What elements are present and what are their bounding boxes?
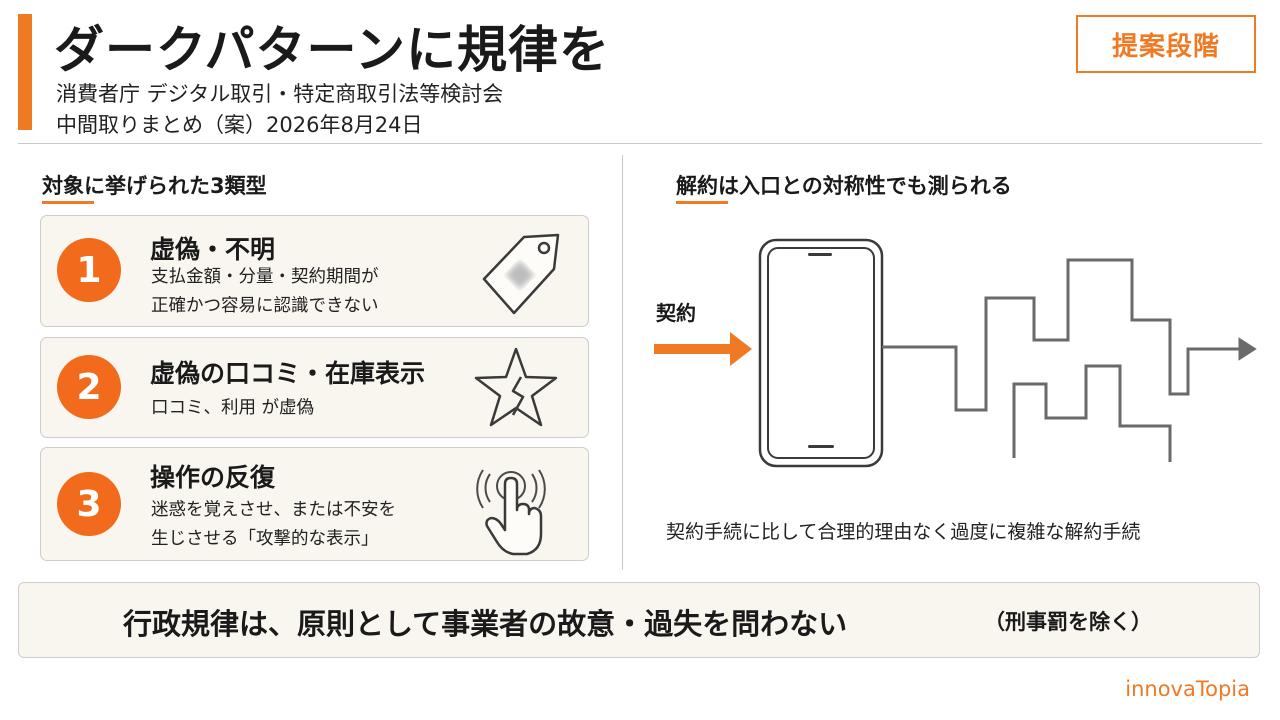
column-divider: [622, 155, 623, 570]
type-card-2-desc: 口コミ、利用 が虚偽: [151, 398, 315, 418]
contract-entry-arrow: [654, 332, 752, 366]
broken-star-icon: [471, 343, 561, 437]
page-title: ダークパターンに規律を: [54, 21, 610, 79]
principle-statement: 行政規律は、原則として事業者の故意・過失を問わない: [123, 607, 848, 641]
tap-hand-icon: [461, 450, 561, 562]
left-section-heading: 対象に挙げられた3類型: [42, 174, 267, 198]
type-card-3: 3 操作の反復 迷惑を覚えさせ、または不安を 生じさせる「攻撃的な表示」: [40, 447, 589, 561]
title-accent-bar: [18, 14, 32, 130]
right-section-heading: 解約は入口との対称性でも測られる: [676, 174, 1012, 198]
principle-box: 行政規律は、原則として事業者の故意・過失を問わない （刑事罰を除く）: [18, 582, 1260, 658]
type-card-1-title: 虚偽・不明: [150, 235, 276, 264]
type-card-2-title: 虚偽の口コミ・在庫表示: [150, 359, 426, 388]
page-subtitle: 消費者庁 デジタル取引・特定商取引法等検討会 中間取りまとめ（案）2026年8月…: [56, 79, 503, 141]
left-heading-underline: [42, 201, 94, 204]
right-heading-underline: [676, 201, 728, 204]
subtitle-line-2: 中間取りまとめ（案）2026年8月24日: [56, 113, 423, 137]
type-card-2: 2 虚偽の口コミ・在庫表示 口コミ、利用 が虚偽: [40, 337, 589, 438]
stage-badge: 提案段階: [1076, 15, 1256, 73]
number-badge-2: 2: [57, 355, 121, 419]
maze-arrow-icon: [882, 258, 1257, 462]
type-card-1-desc: 支払金額・分量・契約期間が 正確かつ容易に認識できない: [151, 263, 379, 321]
brand-logo: innovaTopia: [1125, 677, 1250, 701]
number-badge-3: 3: [57, 472, 121, 536]
price-tag-icon: [466, 221, 566, 325]
type-card-3-desc-line-2: 生じさせる「攻撃的な表示」: [151, 529, 379, 549]
type-card-1: 1 虚偽・不明 支払金額・分量・契約期間が 正確かつ容易に認識できない: [40, 215, 589, 327]
type-card-1-desc-line-2: 正確かつ容易に認識できない: [151, 296, 379, 316]
contract-label: 契約: [656, 301, 696, 325]
type-card-1-desc-line-1: 支払金額・分量・契約期間が: [151, 267, 379, 287]
cancellation-diagram: [654, 238, 1257, 468]
subtitle-line-1: 消費者庁 デジタル取引・特定商取引法等検討会: [56, 82, 504, 106]
type-card-3-desc-line-1: 迷惑を覚えさせ、または不安を: [151, 500, 396, 520]
smartphone-icon: [758, 238, 884, 468]
principle-note: （刑事罰を除く）: [984, 610, 1152, 634]
cancellation-caption: 契約手続に比して合理的理由なく過度に複雑な解約手続: [666, 521, 1141, 543]
type-card-3-title: 操作の反復: [150, 463, 276, 492]
header-divider: [18, 143, 1262, 144]
number-badge-1: 1: [57, 238, 121, 302]
type-card-3-desc: 迷惑を覚えさせ、または不安を 生じさせる「攻撃的な表示」: [151, 496, 396, 554]
